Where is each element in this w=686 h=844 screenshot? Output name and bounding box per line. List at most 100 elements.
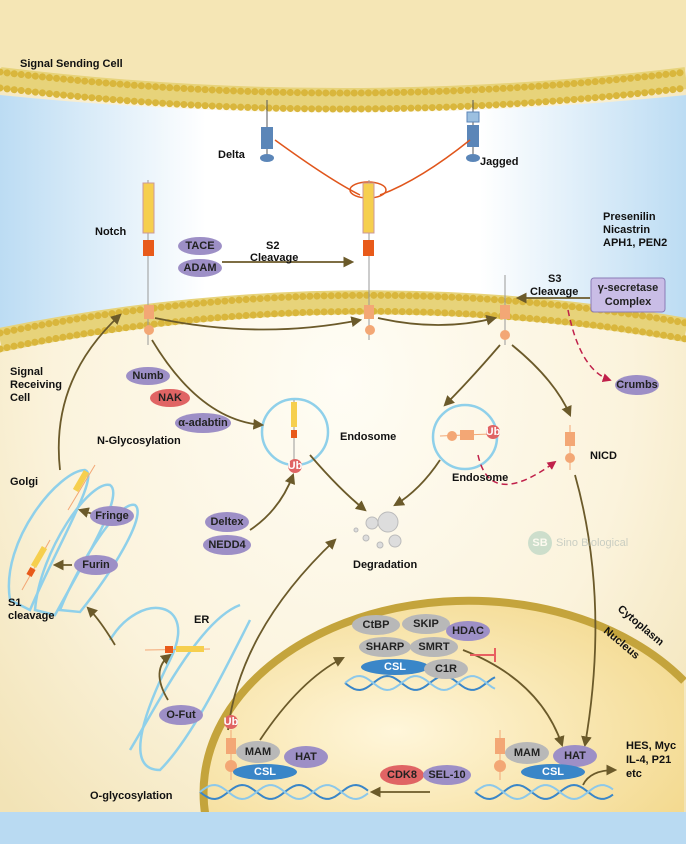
s3-cleavage-label: Cleavage [530,286,578,298]
protein-cdk8: CDK8 [380,765,424,785]
degradation-label: Degradation [353,559,417,571]
dna-strand [474,783,614,801]
protein-fringe: Fringe [90,506,134,526]
receiving-cell-membrane [0,290,686,353]
protein-label: Ub [224,716,239,728]
protein-shape [224,715,238,729]
protein-ofut: O-Fut [159,705,203,725]
signal-receiving-label-3: Cell [10,392,30,404]
notch-label: Notch [95,226,126,238]
protein-label: C1R [435,663,457,675]
protein-shape [424,659,468,679]
dna-strand [344,674,496,692]
protein-shape [505,742,549,764]
protein-shape [521,764,585,780]
protein-shape [410,637,458,657]
s3-label: S3 [548,273,561,285]
intercellular-space [0,95,686,330]
protein-label: α-adabtin [178,417,228,429]
protein-adabtin: α-adabtin [175,413,231,433]
protein-label: Deltex [210,516,244,528]
watermark-text: Sino Biological [556,537,628,549]
protein-c1r: C1R [424,659,468,679]
s2-cleavage-label: Cleavage [250,252,298,264]
protein-label: TACE [185,240,214,252]
n-glycosylation-label: N-Glycosylation [97,435,181,447]
protein-furin: Furin [74,555,118,575]
protein-shape [178,237,222,255]
protein-label: CSL [542,766,564,778]
target-genes-label-3: etc [626,768,642,780]
protein-label: ADAM [184,262,217,274]
ligand-binding [274,139,471,196]
protein-label: HDAC [452,625,484,637]
protein-csl-left: CSL [233,764,297,780]
protein-label: HAT [564,750,586,762]
protein-mam-left: MAM [236,741,280,763]
s2-label: S2 [266,240,279,252]
endosome-label-2: Endosome [452,472,508,484]
protein-shape [90,506,134,526]
protein-shape [178,259,222,277]
protein-shape [126,367,170,385]
protein-shape [203,535,251,555]
dna-strand [199,783,369,801]
dna-strand [344,674,496,692]
protein-nedd4: NEDD4 [203,535,251,555]
jagged-label: Jagged [480,156,519,168]
protein-label: SEL-10 [428,769,465,781]
delta-ligand [260,100,274,162]
protein-label: HAT [295,751,317,763]
protein-hat-right: HAT [553,745,597,767]
aph1-pen2-label: APH1, PEN2 [603,237,667,249]
protein-crumbs: Crumbs [615,375,659,395]
protein-ub: Ub [288,459,303,473]
nuclear-envelope [199,596,686,840]
nicd-label: NICD [590,450,617,462]
protein-label: Furin [82,559,110,571]
target-genes-label: HES, Myc [626,740,676,752]
protein-mam-right: MAM [505,742,549,764]
protein-adam: ADAM [178,259,222,277]
nicd-fragment [565,425,575,470]
protein-label: Ub [288,460,303,472]
protein-shape [359,637,411,657]
protein-numb: Numb [126,367,170,385]
s1-label: S1 [8,597,21,609]
protein-shape [159,705,203,725]
protein-shape [486,425,500,439]
protein-shape [352,615,400,635]
protein-label: Numb [132,370,163,382]
protein-label: NEDD4 [208,539,246,551]
notch-receptor-2 [362,180,375,340]
gamma-secretase-complex: γ-secretase Complex [590,277,666,313]
endosome-nicd [439,430,491,441]
endosome-label: Endosome [340,431,396,443]
protein-shape [236,741,280,763]
golgi-notch [21,464,96,591]
protein-shape [150,389,190,407]
protein-shape [402,614,450,634]
protein-shape [380,765,424,785]
protein-shape [423,765,471,785]
dna-strands [199,674,614,801]
watermark-logo: SB Sino Biological [528,531,628,555]
protein-csl-right: CSL [521,764,585,780]
er-notch [144,646,211,653]
target-genes-label-2: IL-4, P21 [626,754,671,766]
nicastrin-label: Nicastrin [603,224,650,236]
protein-label: SKIP [413,618,439,630]
endoplasmic-reticulum [108,603,252,772]
protein-label: MAM [245,746,271,758]
protein-csl-repress: CSL [361,659,429,675]
protein-label: CtBP [363,619,390,631]
protein-shape [553,745,597,767]
delta-label: Delta [218,149,246,161]
nuclear-nicd-right [494,730,506,780]
protein-hat-left: HAT [284,746,328,768]
protein-skip: SKIP [402,614,450,634]
endosome-notch [291,400,297,460]
degradation-particles [353,511,402,549]
